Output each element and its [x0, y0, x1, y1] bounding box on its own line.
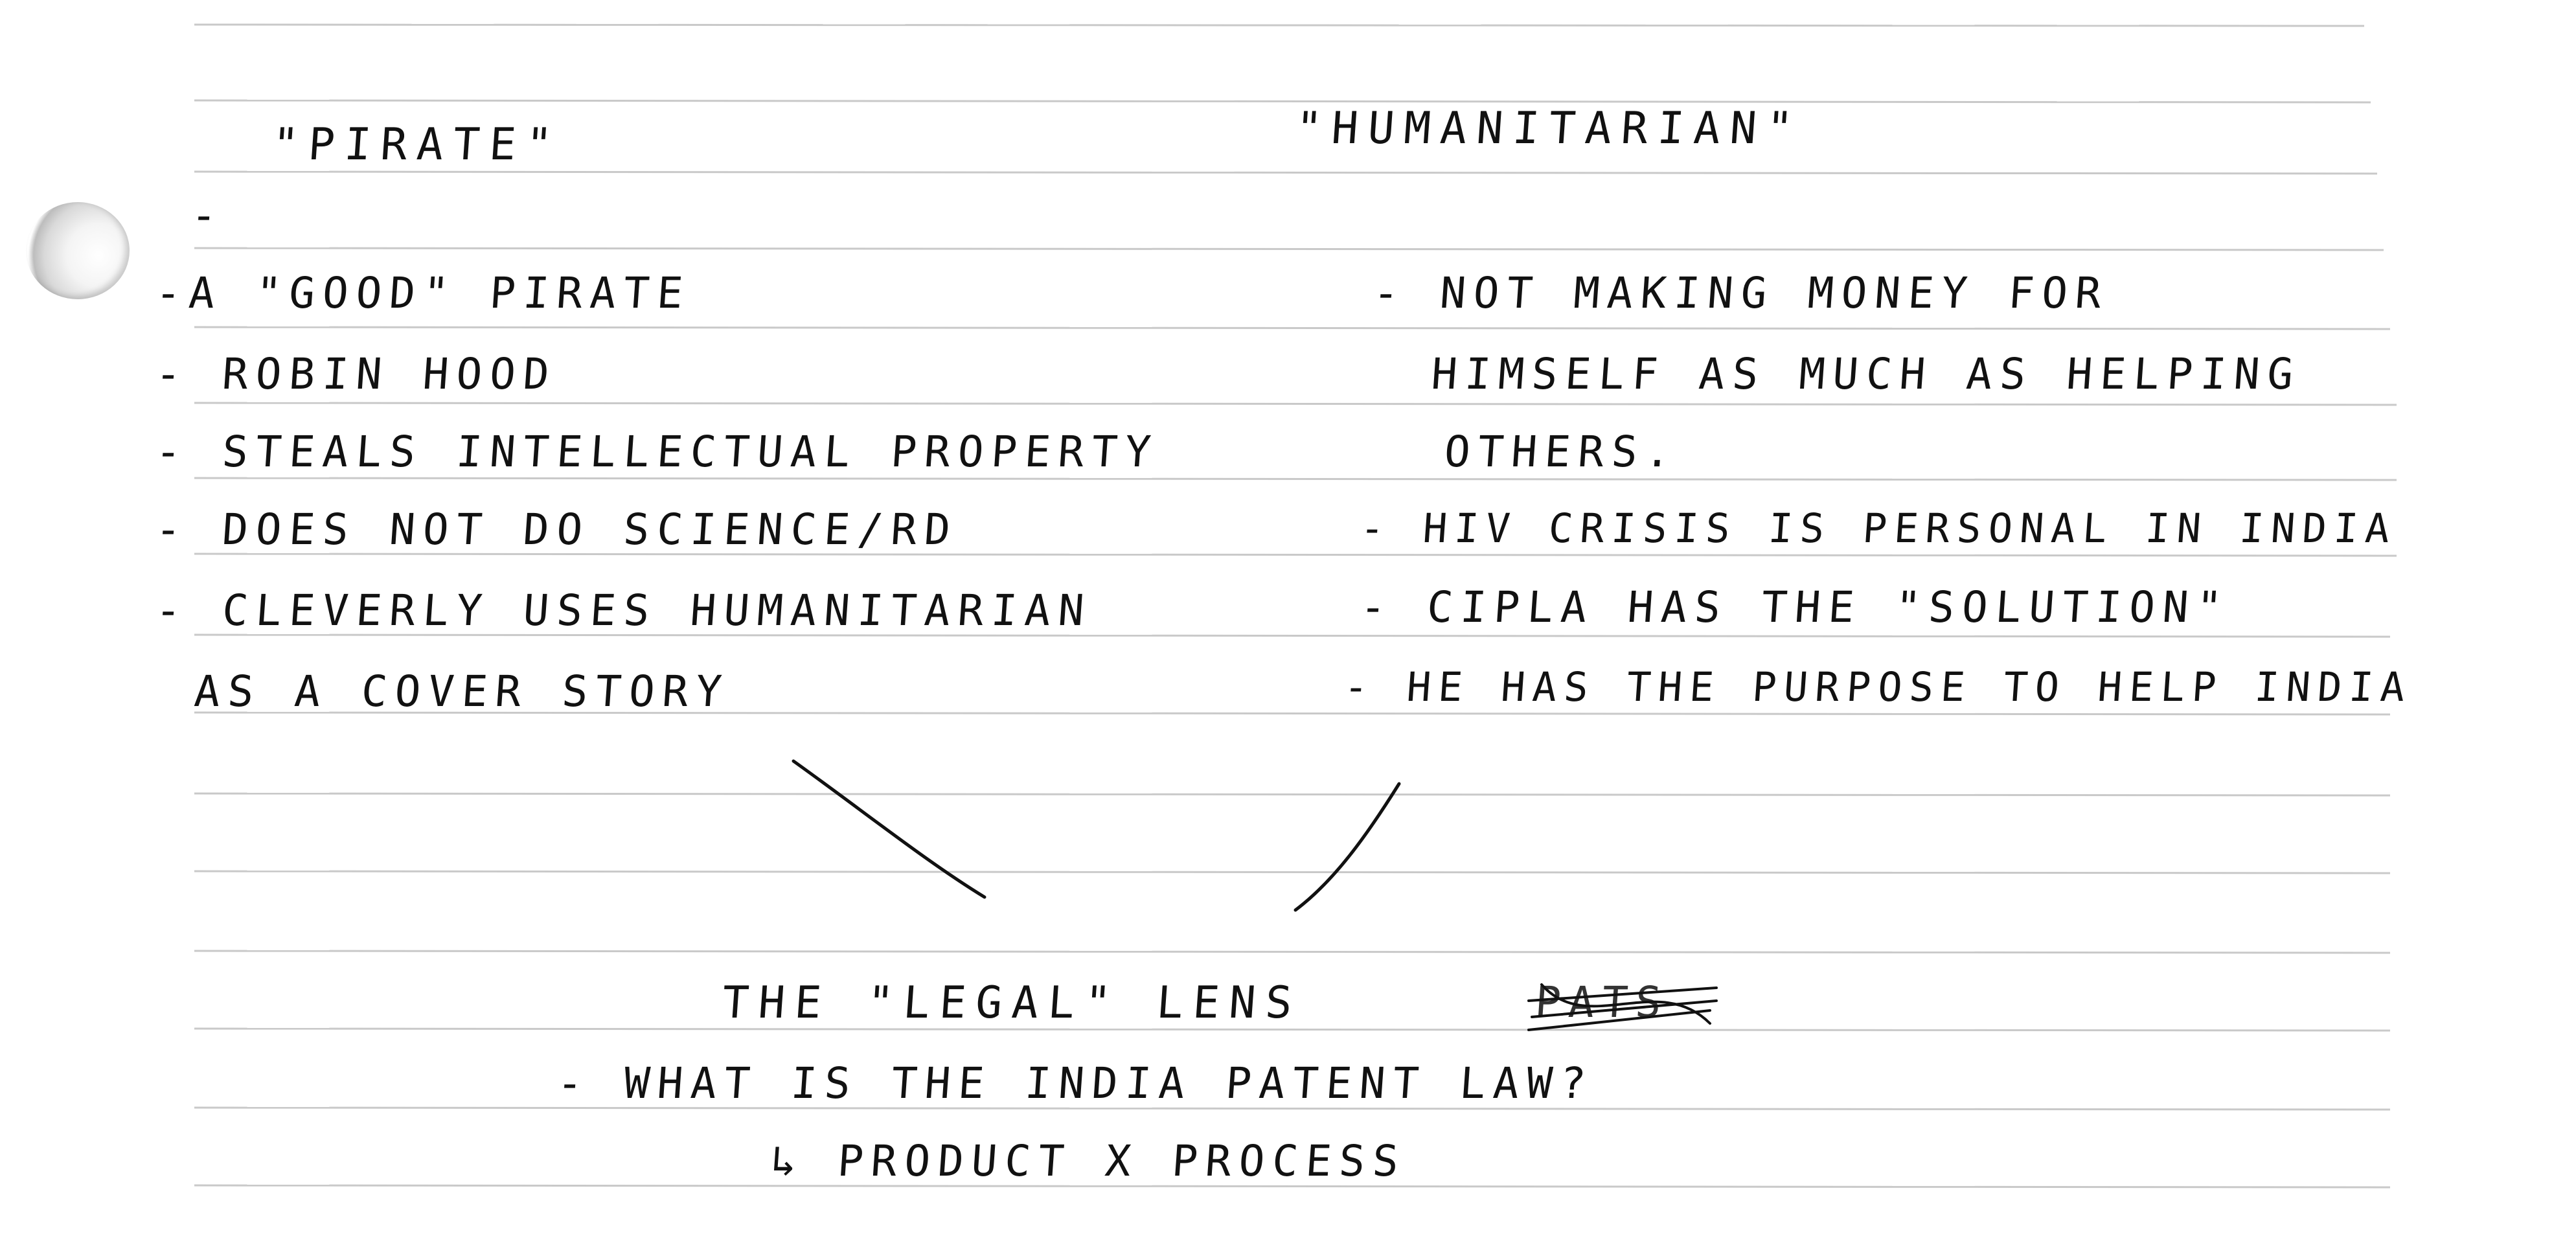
right-line-himself: HIMSELF AS MUCH AS HELPING	[1430, 349, 2303, 399]
left-line-good-pirate: -A "GOOD" PIRATE	[154, 268, 692, 318]
left-line-steals: - STEALS INTELLECTUAL PROPERTY	[154, 427, 1161, 477]
crossed-out-word: PATS	[1533, 977, 1671, 1027]
right-heading: "HUMANITARIAN"	[1294, 103, 1805, 154]
bottom-line-product-process: ↳ PRODUCT X PROCESS	[769, 1136, 1408, 1186]
right-line-purpose: - HE HAS THE PURPOSE TO HELP INDIA	[1342, 663, 2414, 711]
right-line-cipla: - CIPLA HAS THE "SOLUTION"	[1358, 582, 2231, 632]
left-line-science: - DOES NOT DO SCIENCE/RD	[154, 505, 960, 554]
binder-hole	[26, 202, 130, 299]
left-line-robin-hood: - ROBIN HOOD	[154, 349, 559, 399]
left-line-cleverly: - CLEVERLY USES HUMANITARIAN	[154, 586, 1093, 635]
bottom-line-patent-law: - WHAT IS THE INDIA PATENT LAW?	[555, 1058, 1595, 1108]
left-line-dash: -	[189, 190, 227, 240]
right-line-not-making-money: - NOT MAKING MONEY FOR	[1371, 268, 2111, 318]
right-line-hiv-crisis: - HIV CRISIS IS PERSONAL IN INDIA	[1358, 505, 2399, 552]
left-line-cover-story: AS A COVER STORY	[192, 667, 731, 716]
right-line-others: OTHERS.	[1442, 427, 1681, 477]
bottom-heading: THE "LEGAL" LENS	[720, 977, 1304, 1029]
left-heading: "PIRATE"	[270, 119, 564, 170]
